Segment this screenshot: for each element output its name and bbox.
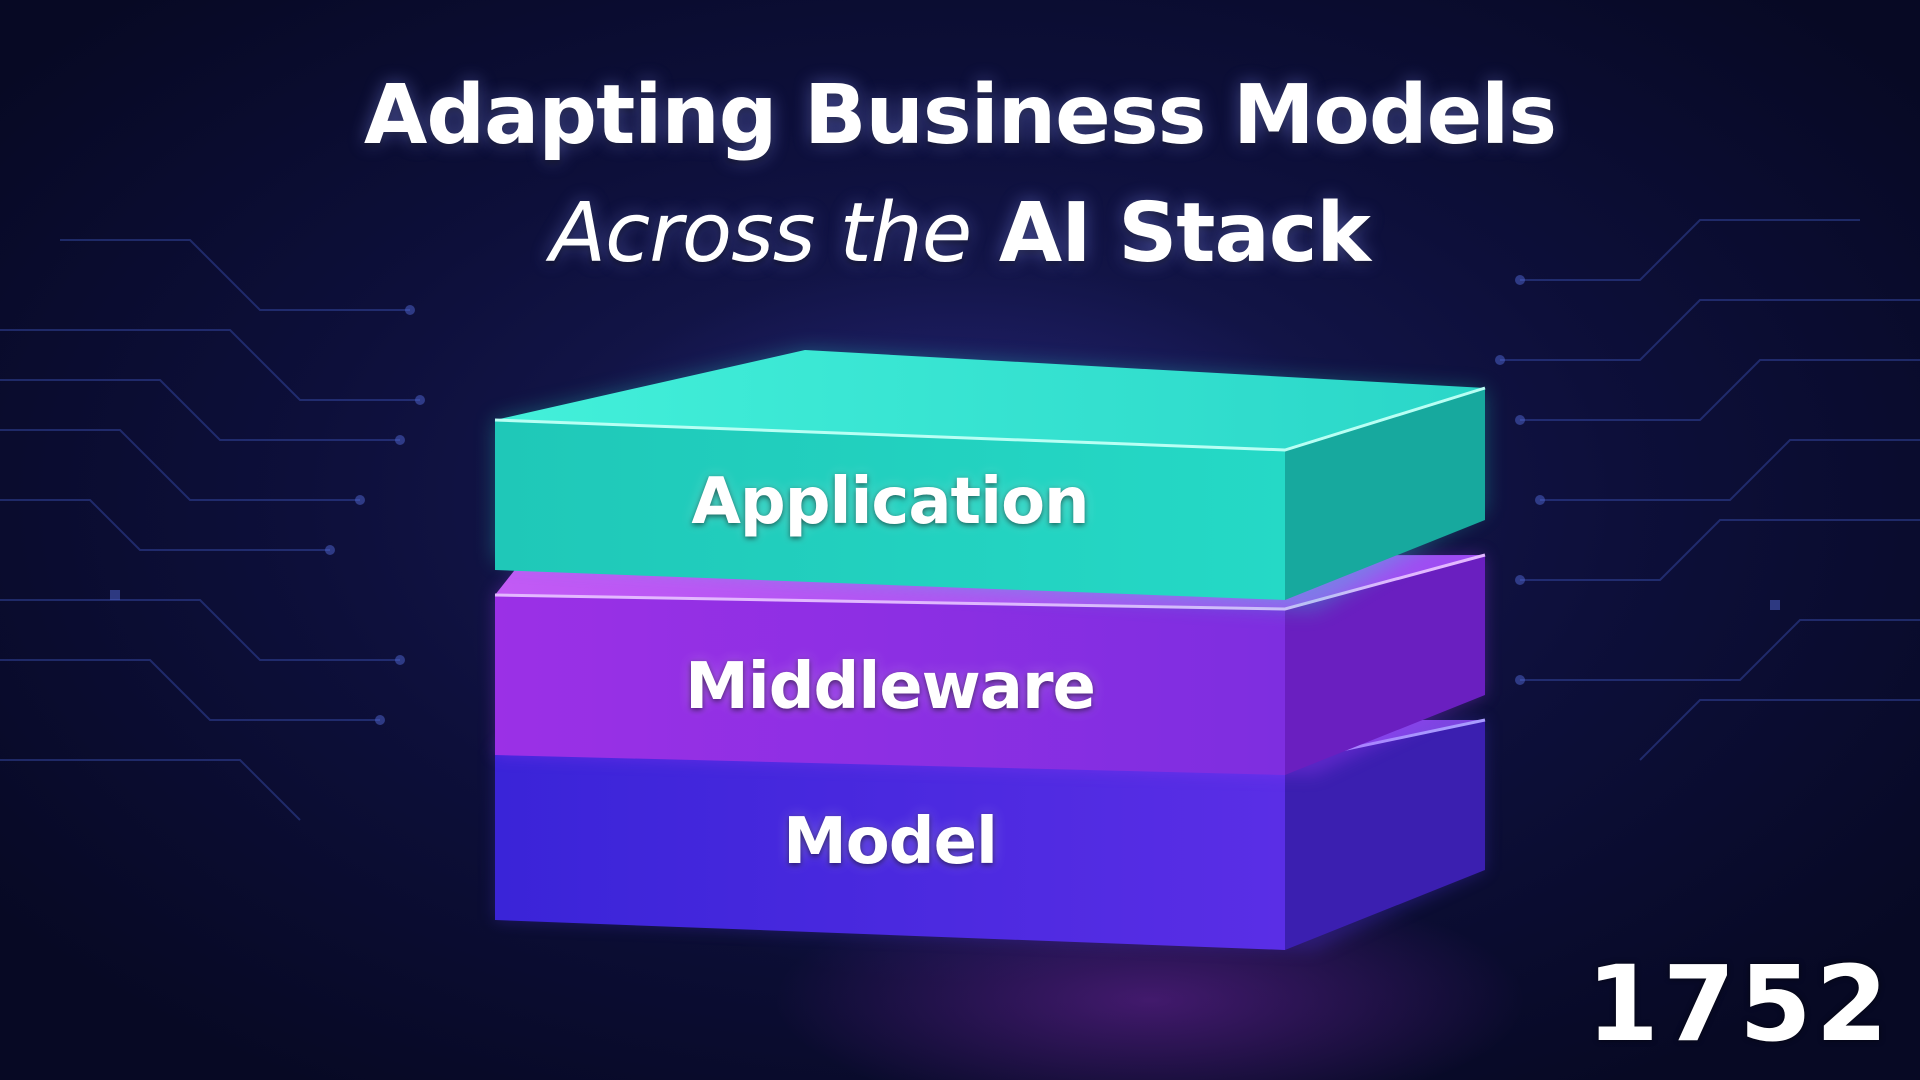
title-italic-part: Across the [550, 186, 972, 281]
title-line-2: Across the AI Stack [0, 186, 1920, 281]
layer-label-middleware: Middleware [685, 650, 1096, 724]
title-rest-part: AI Stack [971, 186, 1371, 281]
title-line-1: Adapting Business Models [363, 68, 1557, 163]
application-slab-shape [494, 350, 1486, 610]
stack-layer-application: Application [494, 350, 1495, 610]
badge-number: 1752 [1586, 943, 1892, 1065]
layer-label-application: Application [691, 465, 1089, 539]
stack-layer-model: Model [494, 718, 1495, 950]
layer-label-model: Model [783, 805, 998, 879]
